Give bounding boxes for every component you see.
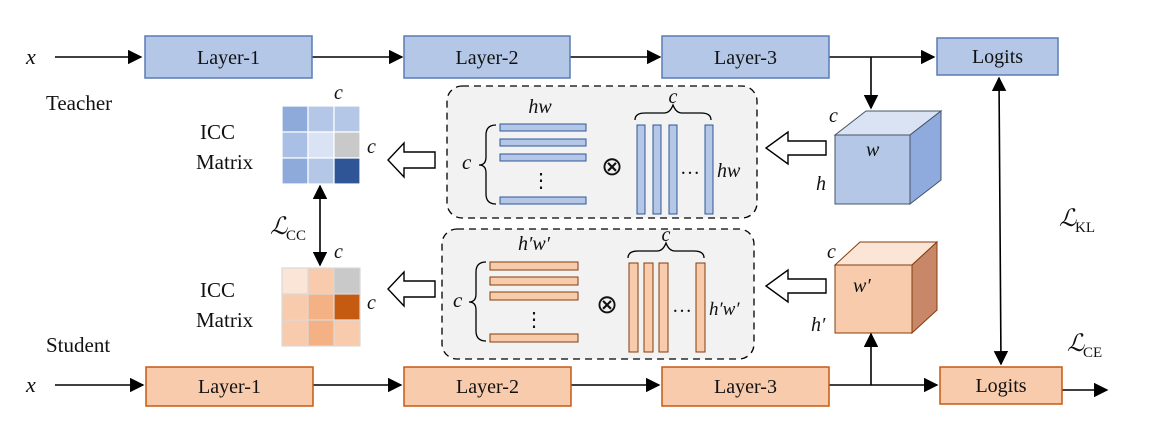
teacher-op-hw-top-label: hw bbox=[528, 96, 552, 118]
teacher-op-c-top-label: c bbox=[669, 86, 678, 108]
student-op-to-icc-hollow-arrow bbox=[387, 270, 436, 308]
teacher-icc-cells bbox=[281, 105, 361, 185]
student-op-horizontal-dots: … bbox=[672, 295, 692, 317]
teacher-op-vertical-dots: ⋮ bbox=[531, 170, 551, 192]
teacher-icc-cell-0-2 bbox=[333, 105, 361, 133]
teacher-feature-w-label: w bbox=[866, 139, 880, 161]
student-icc-cell-1-2 bbox=[333, 293, 361, 321]
teacher-icc-c-right-label: c bbox=[367, 136, 376, 158]
student-icc-cell-0-1 bbox=[307, 267, 335, 295]
student-label: Student bbox=[46, 333, 110, 357]
teacher-feature-cube: c w h bbox=[816, 105, 943, 206]
student-op-left-brace bbox=[468, 261, 487, 342]
teacher-icc-title-line1: ICC bbox=[200, 120, 235, 144]
loss-ce-subscript: CE bbox=[1083, 345, 1102, 361]
teacher-op-left-brace bbox=[478, 124, 497, 205]
teacher-logits-box: Logits bbox=[936, 37, 1059, 76]
student-logits-box: Logits bbox=[939, 366, 1063, 405]
loss-cc-label: ℒ CC bbox=[270, 214, 306, 244]
teacher-feature-c-label: c bbox=[829, 105, 838, 127]
student-op-row-bars bbox=[489, 261, 579, 343]
teacher-logits-label: Logits bbox=[972, 46, 1023, 68]
student-op-hw-top-label: h′w′ bbox=[518, 233, 551, 255]
student-op-c-top-label: c bbox=[662, 224, 671, 246]
student-icc-c-right-label: c bbox=[367, 292, 376, 314]
student-feature-c-label: c bbox=[827, 241, 836, 263]
loss-ce-label: ℒ CE bbox=[1067, 331, 1102, 361]
teacher-input-label: x bbox=[25, 44, 36, 69]
student-layer2-label: Layer-2 bbox=[456, 376, 519, 398]
teacher-layer1-box: Layer-1 bbox=[144, 35, 313, 79]
teacher-op-to-icc-hollow-arrow bbox=[387, 141, 436, 179]
student-layer1-box: Layer-1 bbox=[145, 366, 314, 407]
student-layer3-box: Layer-3 bbox=[661, 366, 830, 407]
teacher-icc-matrix: ICC Matrix c c bbox=[196, 82, 376, 185]
loss-kl-symbol: ℒ bbox=[1059, 206, 1077, 232]
student-icc-cell-0-0 bbox=[281, 267, 309, 295]
teacher-op-panel: hw c ⋮ ⊗ c … hw bbox=[446, 85, 758, 219]
student-icc-matrix: ICC Matrix c c bbox=[196, 241, 376, 347]
student-input-label: x bbox=[25, 372, 36, 397]
student-icc-cell-1-0 bbox=[281, 293, 309, 321]
teacher-icc-cell-2-2 bbox=[333, 157, 361, 185]
teacher-op-column-bars bbox=[636, 124, 714, 215]
teacher-op-multiply-symbol: ⊗ bbox=[601, 152, 623, 181]
teacher-feature-to-op-hollow-arrow bbox=[764, 130, 827, 166]
student-feature-w-label: w′ bbox=[853, 275, 871, 297]
loss-cc-subscript: CC bbox=[286, 228, 306, 244]
teacher-layer2-box: Layer-2 bbox=[403, 35, 571, 79]
teacher-layer2-label: Layer-2 bbox=[456, 47, 519, 69]
student-icc-title-line1: ICC bbox=[200, 278, 235, 302]
teacher-icc-cell-1-1 bbox=[307, 131, 335, 159]
teacher-op-row-bars bbox=[499, 123, 587, 205]
student-logits-label: Logits bbox=[975, 375, 1026, 397]
student-op-vertical-dots: ⋮ bbox=[524, 309, 544, 331]
student-icc-cells bbox=[281, 267, 361, 347]
teacher-layer1-label: Layer-1 bbox=[197, 47, 260, 69]
teacher-op-horizontal-dots: … bbox=[680, 157, 700, 179]
student-icc-cell-1-1 bbox=[307, 293, 335, 321]
student-op-multiply-symbol: ⊗ bbox=[596, 290, 618, 319]
student-icc-title-line2: Matrix bbox=[196, 308, 254, 332]
teacher-layer3-box: Layer-3 bbox=[661, 35, 830, 79]
student-op-c-left-label: c bbox=[453, 288, 463, 312]
student-icc-cell-0-2 bbox=[333, 267, 361, 295]
student-icc-cell-2-2 bbox=[333, 319, 361, 347]
student-op-column-bars bbox=[628, 262, 706, 353]
student-op-panel: h′w′ c ⋮ ⊗ c … h′w′ bbox=[441, 224, 755, 360]
student-layer1-label: Layer-1 bbox=[198, 376, 261, 398]
teacher-op-top-brace bbox=[634, 103, 712, 121]
teacher-icc-cell-1-2 bbox=[333, 131, 361, 159]
student-feature-cube: c w′ h′ bbox=[811, 240, 939, 336]
student-icc-cell-2-0 bbox=[281, 319, 309, 347]
student-layer2-box: Layer-2 bbox=[403, 366, 572, 407]
student-layer3-label: Layer-3 bbox=[714, 376, 777, 398]
loss-ce-symbol: ℒ bbox=[1067, 331, 1085, 357]
student-feature-h-label: h′ bbox=[811, 314, 826, 336]
student-icc-c-top-label: c bbox=[334, 241, 343, 263]
student-op-hw-right-label: h′w′ bbox=[709, 299, 740, 320]
teacher-icc-cell-0-1 bbox=[307, 105, 335, 133]
teacher-icc-title-line2: Matrix bbox=[196, 150, 254, 174]
teacher-feature-h-label: h bbox=[816, 173, 826, 195]
student-icc-cell-2-1 bbox=[307, 319, 335, 347]
teacher-icc-cell-2-0 bbox=[281, 157, 309, 185]
teacher-op-c-left-label: c bbox=[462, 150, 472, 174]
student-feature-to-op-hollow-arrow bbox=[764, 268, 827, 304]
student-op-top-brace bbox=[627, 241, 705, 259]
teacher-op-hw-right-label: hw bbox=[717, 160, 741, 182]
teacher-icc-c-top-label: c bbox=[334, 82, 343, 104]
teacher-layer3-label: Layer-3 bbox=[714, 47, 777, 69]
logits-distillation-double-arrow bbox=[991, 76, 1009, 366]
teacher-label: Teacher bbox=[46, 91, 112, 115]
teacher-icc-cell-2-1 bbox=[307, 157, 335, 185]
loss-kl-label: ℒ KL bbox=[1059, 206, 1095, 236]
teacher-icc-cell-1-0 bbox=[281, 131, 309, 159]
loss-kl-subscript: KL bbox=[1075, 220, 1095, 236]
teacher-icc-cell-0-0 bbox=[281, 105, 309, 133]
loss-cc-symbol: ℒ bbox=[270, 214, 288, 240]
